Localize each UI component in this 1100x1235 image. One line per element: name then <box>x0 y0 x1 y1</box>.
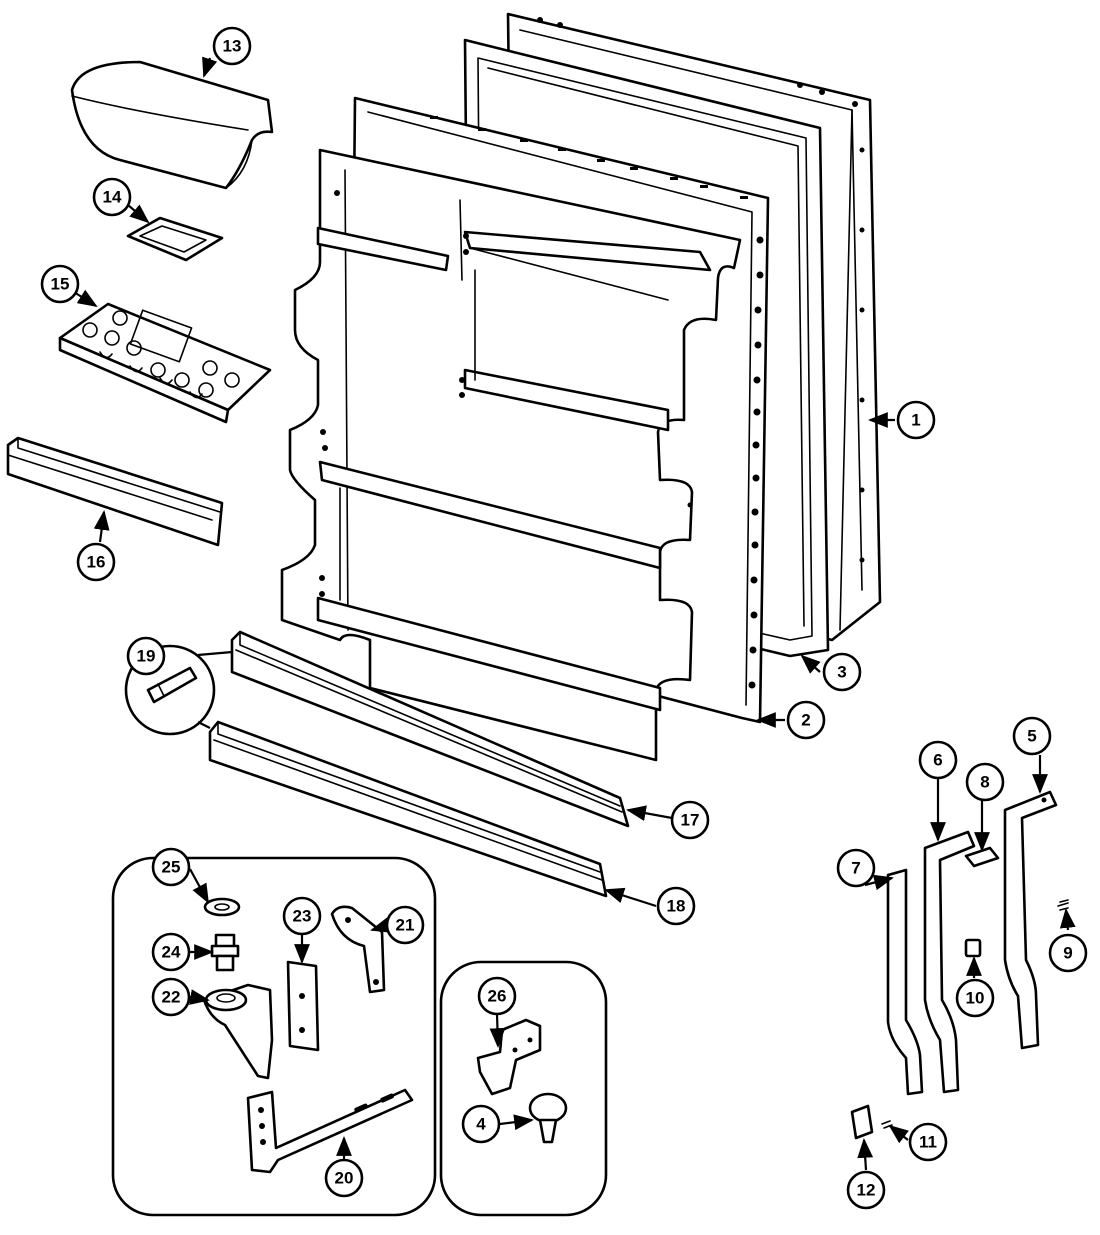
callout-25: 25 <box>151 847 191 887</box>
svg-text:3: 3 <box>837 663 846 682</box>
callout-21: 21 <box>385 905 425 945</box>
top-hinge-5 <box>1003 790 1058 1050</box>
svg-text:16: 16 <box>87 553 106 572</box>
svg-text:8: 8 <box>980 773 989 792</box>
callout-12: 12 <box>846 1170 886 1210</box>
callout-13: 13 <box>212 26 252 66</box>
small-tray <box>126 216 224 262</box>
svg-text:17: 17 <box>681 811 700 830</box>
svg-text:11: 11 <box>919 1133 937 1152</box>
svg-text:24: 24 <box>162 943 181 962</box>
callout-24: 24 <box>151 932 191 972</box>
callout-16: 16 <box>76 542 116 582</box>
callout-22: 22 <box>151 977 191 1017</box>
svg-text:2: 2 <box>801 711 810 730</box>
callout-1: 1 <box>896 400 936 440</box>
hinge-plate-8 <box>964 846 1000 868</box>
callout-19: 19 <box>126 636 166 676</box>
door-shelf-bar-18 <box>208 720 608 898</box>
callout-26: 26 <box>477 976 517 1016</box>
callout-23: 23 <box>282 896 322 936</box>
callout-5: 5 <box>1012 716 1052 756</box>
callout-17: 17 <box>670 800 710 840</box>
svg-text:15: 15 <box>51 275 70 294</box>
callout-9: 9 <box>1048 933 1088 973</box>
svg-text:5: 5 <box>1027 727 1036 746</box>
callout-14: 14 <box>92 177 132 217</box>
svg-text:13: 13 <box>223 37 242 56</box>
egg-tray <box>58 302 272 424</box>
svg-text:9: 9 <box>1063 944 1072 963</box>
svg-text:7: 7 <box>851 859 860 878</box>
callout-18: 18 <box>656 886 696 926</box>
cap-12 <box>850 1104 874 1140</box>
svg-text:26: 26 <box>488 987 507 1006</box>
callout-3: 3 <box>822 652 862 692</box>
dairy-door <box>70 60 274 190</box>
screw-9 <box>1057 899 1069 911</box>
shelf-bar-upper <box>6 436 224 547</box>
callout-4: 4 <box>461 1104 501 1144</box>
door-shelf-bar-17 <box>230 630 630 828</box>
svg-text:25: 25 <box>162 858 181 877</box>
hinge-kit-group <box>111 856 437 1217</box>
svg-text:20: 20 <box>335 1169 354 1188</box>
leader-lines <box>65 56 1076 1171</box>
callout-7: 7 <box>836 848 876 888</box>
svg-text:6: 6 <box>933 751 942 770</box>
svg-text:4: 4 <box>476 1115 486 1134</box>
svg-text:21: 21 <box>396 916 415 935</box>
callout-11: 11 <box>908 1122 948 1162</box>
callout-8: 8 <box>965 762 1005 802</box>
svg-text:18: 18 <box>667 897 686 916</box>
svg-text:1: 1 <box>911 411 920 430</box>
hardware-group <box>439 960 608 1217</box>
hinge-bracket-7 <box>886 868 924 1096</box>
svg-text:14: 14 <box>103 188 122 207</box>
svg-text:19: 19 <box>137 647 156 666</box>
callout-2: 2 <box>786 700 826 740</box>
callout-10: 10 <box>955 978 995 1018</box>
callout-20: 20 <box>324 1158 364 1198</box>
hinge-bracket-6 <box>923 830 976 1094</box>
callout-15: 15 <box>40 264 80 304</box>
door-inner-shelves <box>280 148 742 762</box>
callout-6: 6 <box>918 740 958 780</box>
svg-text:23: 23 <box>293 907 312 926</box>
svg-text:22: 22 <box>162 988 181 1007</box>
svg-text:10: 10 <box>966 989 985 1008</box>
spacer-10 <box>964 938 982 958</box>
svg-text:12: 12 <box>857 1181 876 1200</box>
